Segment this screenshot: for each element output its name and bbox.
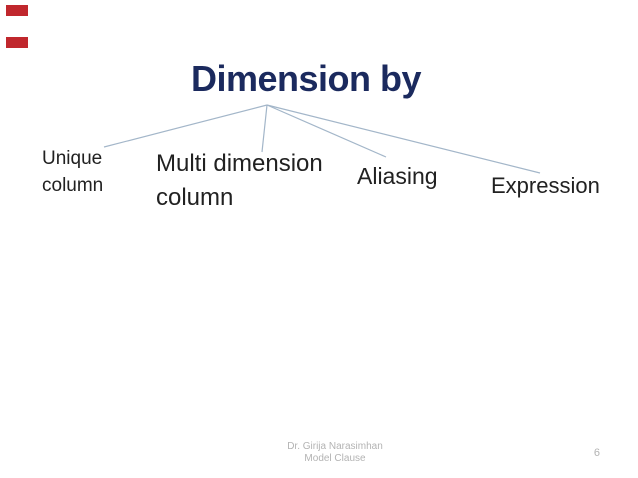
footer-author: Dr. Girija Narasimhan [287,441,383,452]
footer: Dr. Girija Narasimhan Model Clause [287,441,383,464]
connector-line-unique-column [103,104,268,148]
branch-label-multi-dimension-column: Multi dimension column [156,150,323,212]
slide-title: Dimension by [190,58,422,99]
red-accent-bar-top [6,5,28,16]
red-accent-bar-bottom [6,37,28,48]
page-number: 6 [593,447,600,459]
branch-label-expression: Expression [491,173,600,198]
connector-line-multi-dimension-column [261,104,268,153]
branch-label-unique-column: Unique column [42,148,104,196]
branch-label-aliasing: Aliasing [357,163,438,189]
footer-subtitle: Model Clause [304,452,366,464]
